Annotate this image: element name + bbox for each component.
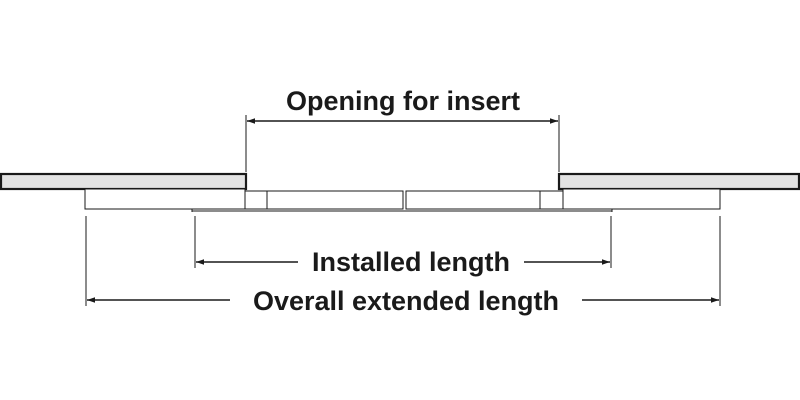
inner-rail-left-segment [244, 190, 268, 210]
right-table-panel [557, 172, 800, 191]
installed-dimension: Installed length [196, 245, 610, 279]
inner-rail-center-left [266, 190, 404, 210]
extension-lines [85, 115, 721, 306]
outer-rail-left [84, 188, 246, 210]
overall-label: Overall extended length [253, 286, 559, 316]
slide-rail-assembly [84, 188, 721, 212]
table-panels [0, 172, 800, 191]
opening-label: Opening for insert [286, 86, 520, 116]
opening-dimension: Opening for insert [247, 84, 558, 124]
inner-rail-center-right [405, 190, 541, 210]
left-table-panel [0, 172, 248, 191]
outer-rail-right [562, 188, 721, 210]
inner-rail-right-segment [539, 190, 564, 210]
installed-label: Installed length [312, 247, 510, 277]
overall-dimension: Overall extended length [87, 283, 719, 317]
